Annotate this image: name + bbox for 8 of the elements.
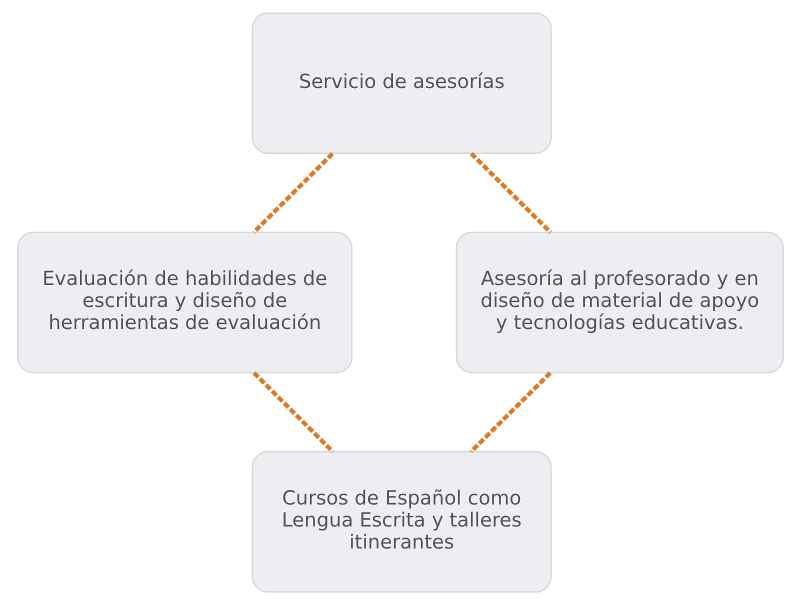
node-box: Evaluación de habilidades de escritura y diseño de herramientas de evaluación bbox=[16, 232, 352, 374]
connector bbox=[252, 371, 334, 454]
node-box: Servicio de asesorías bbox=[251, 12, 552, 154]
node-box: Cursos de Español como Lengua Escrita y talleres itinerantes bbox=[251, 451, 552, 593]
connector bbox=[469, 371, 552, 454]
connector bbox=[469, 152, 552, 234]
node-box: Asesoría al profesorado y en diseño de material de apoyo y tecnologías educativas. bbox=[455, 232, 784, 374]
connector bbox=[252, 152, 334, 234]
